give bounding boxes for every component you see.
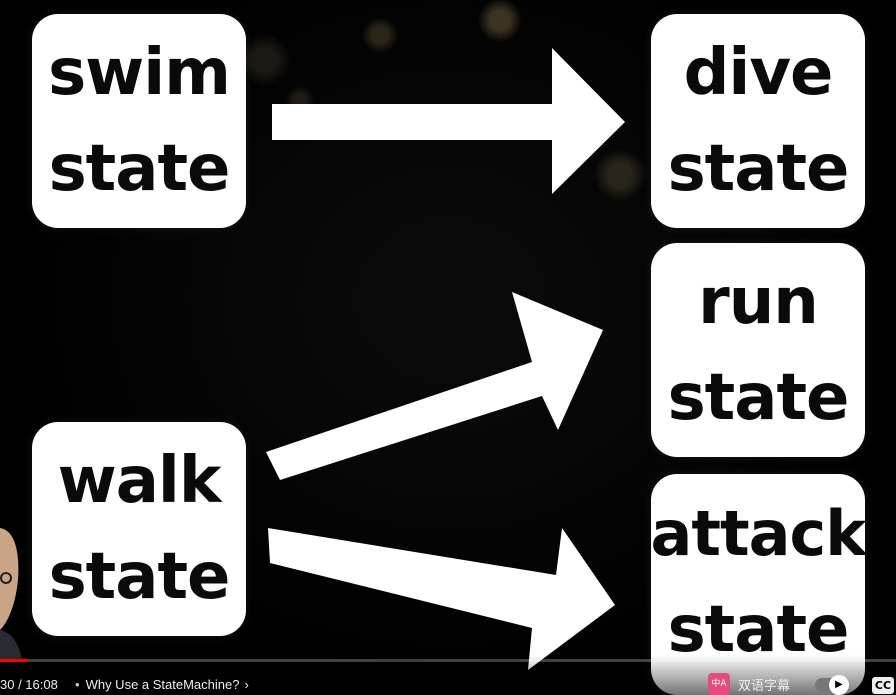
swim-state-card: swim state <box>32 14 246 228</box>
autoplay-toggle[interactable]: ▶ <box>815 675 849 695</box>
arrow-walk-to-attack <box>268 528 615 670</box>
chapter-label: Why Use a StateMachine? <box>85 677 240 692</box>
card-label: swim <box>48 36 231 110</box>
card-label: state <box>667 132 850 206</box>
card-label: run <box>698 265 819 339</box>
walk-state-card: walk state <box>32 422 246 636</box>
chevron-right-icon: › <box>244 677 249 692</box>
arrow-swim-to-dive <box>272 48 625 194</box>
progress-bar[interactable] <box>0 659 896 662</box>
time-display: 30 / 16:08 <box>0 677 58 692</box>
dive-state-card: dive state <box>651 14 865 228</box>
captions-button[interactable]: CC <box>872 677 894 694</box>
chapter-separator: • <box>75 677 80 692</box>
progress-fill <box>0 659 28 662</box>
bilingual-subtitle-button[interactable]: 中A 双语字幕 <box>708 673 790 695</box>
play-icon: ▶ <box>829 675 849 695</box>
player-controls-bar <box>0 655 896 695</box>
arrow-walk-to-run <box>266 292 603 480</box>
subtitle-label: 双语字幕 <box>738 678 791 694</box>
translate-icon: 中A <box>708 673 730 695</box>
card-label: dive <box>683 36 834 110</box>
chapter-title[interactable]: • Why Use a StateMachine? › <box>75 677 249 692</box>
card-label: attack <box>650 497 867 570</box>
card-label: state <box>48 540 231 614</box>
card-label: walk <box>57 444 222 518</box>
run-state-card: run state <box>651 243 865 457</box>
card-label: state <box>667 361 850 435</box>
presenter-webcam <box>0 528 22 660</box>
card-label: state <box>667 593 850 667</box>
card-label: state <box>48 132 231 206</box>
